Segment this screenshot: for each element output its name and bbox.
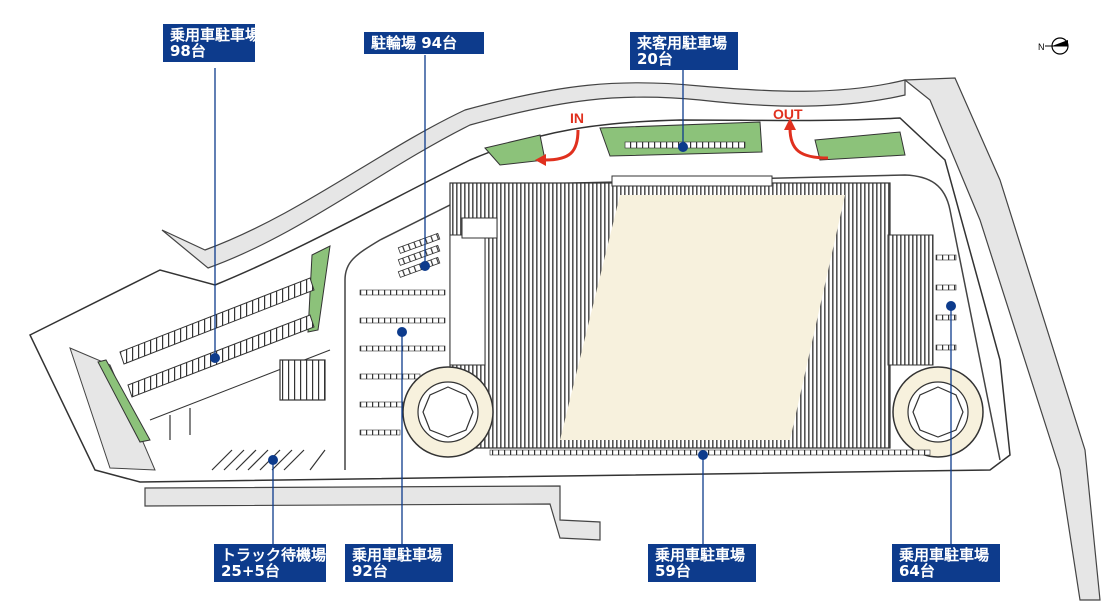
label-parking-98: 乗用車駐車場 98台 (163, 24, 260, 62)
dot-bicycle-94 (420, 261, 430, 271)
spiral-ramp-east (892, 366, 984, 458)
label-parking-59: 乗用車駐車場 59台 (648, 544, 756, 582)
parking-area-98 (119, 277, 331, 421)
dot-parking-92 (397, 327, 407, 337)
label-parking-64: 乗用車駐車場 64台 (892, 544, 1000, 582)
north-letter: N (1038, 42, 1045, 52)
bicycle-parking (397, 232, 441, 278)
in-arrow-icon (544, 129, 580, 162)
spiral-ramp-west (402, 366, 494, 458)
parking-area-59 (489, 449, 931, 456)
label-truck-wait: トラック待機場 25+5台 (214, 544, 326, 582)
label-parking-92: 乗用車駐車場 92台 (345, 544, 453, 582)
perimeter-road (161, 79, 906, 269)
dot-truck-wait (268, 455, 278, 465)
dot-visitor-20 (678, 142, 688, 152)
truck-waiting-area (169, 359, 326, 471)
out-gate-label: OUT (773, 106, 803, 122)
label-visitor-20: 来客用駐車場 20台 (630, 32, 738, 70)
label-bicycle-94: 駐輪場 94台 (364, 32, 484, 54)
in-gate-label: IN (570, 110, 584, 126)
location-dots (210, 142, 956, 465)
dot-parking-64 (946, 301, 956, 311)
north-arrow-icon: N (1036, 36, 1080, 56)
dot-parking-59 (698, 450, 708, 460)
dot-parking-98 (210, 353, 220, 363)
parking-area-64 (935, 254, 957, 351)
main-building (449, 175, 934, 449)
out-arrow-icon (788, 127, 829, 160)
leader-lines (214, 55, 952, 545)
